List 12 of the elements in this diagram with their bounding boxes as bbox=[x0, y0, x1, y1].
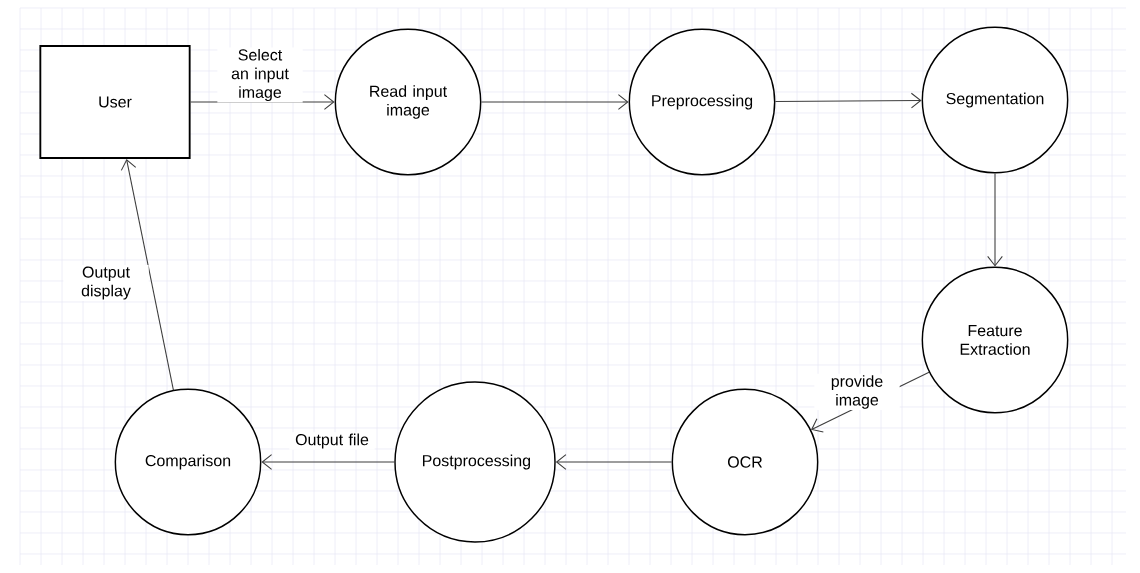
arrow bbox=[480, 94, 629, 110]
process-box: User bbox=[39, 45, 191, 159]
arrow bbox=[987, 172, 1003, 267]
edge-label: Output file bbox=[289, 432, 375, 450]
edge-label: Output display bbox=[63, 265, 149, 301]
edge-label: provide image bbox=[814, 373, 900, 411]
arrow bbox=[555, 454, 673, 470]
edge-label: Select an input image bbox=[217, 47, 303, 103]
arrow bbox=[120, 158, 174, 391]
arrow bbox=[261, 454, 395, 470]
arrow bbox=[190, 94, 335, 110]
arrow bbox=[774, 92, 922, 109]
